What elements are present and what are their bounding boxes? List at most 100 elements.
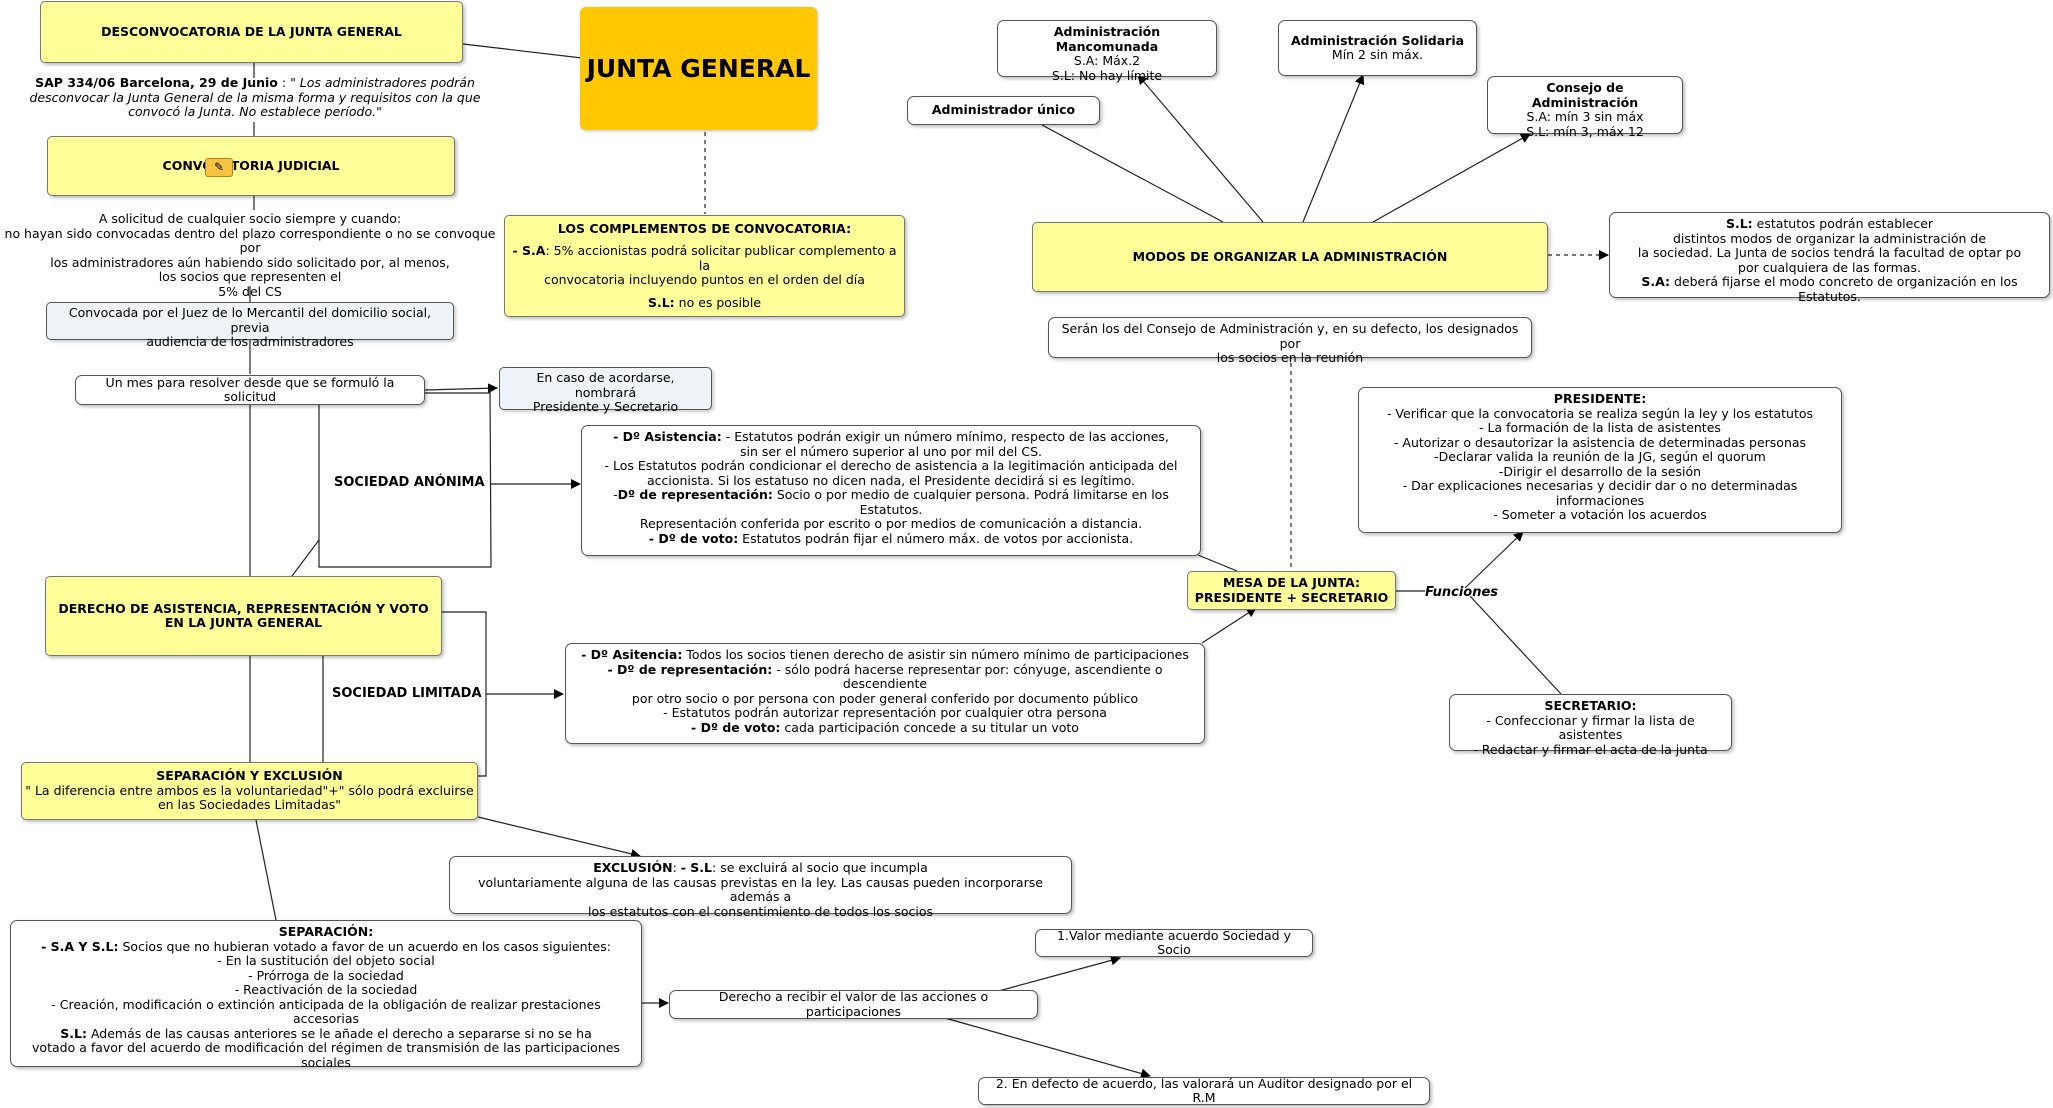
complementos-title: LOS COMPLEMENTOS DE CONVOCATORIA: xyxy=(557,220,852,236)
secretario-title: SECRETARIO: xyxy=(1544,698,1637,713)
sl-voto-bold: - Dº de voto: xyxy=(691,719,781,735)
mancomunada-2: S.L: No hay límite xyxy=(1051,67,1163,83)
seran-1: Serán los del Consejo de Administración … xyxy=(1061,321,1519,351)
mancomunada-1: S.A: Máx.2 xyxy=(1073,53,1141,68)
consejo-title: Consejo de Administración xyxy=(1531,80,1639,110)
secretario-node[interactable]: SECRETARIO: - Confeccionar y firmar la l… xyxy=(1449,694,1732,756)
sap-italic-2: desconvocar la Junta General de la misma… xyxy=(29,89,481,105)
complementos-sa-2: convocatoria incluyendo puntos en el ord… xyxy=(544,272,865,288)
acordarse-node[interactable]: En caso de acordarse, nombrará President… xyxy=(499,367,712,414)
sociedad-anonima-label: SOCIEDAD ANÓNIMA xyxy=(334,475,485,490)
sl-rep-1: - sólo podrá hacerse representar por: có… xyxy=(772,661,1163,691)
seran-node[interactable]: Serán los del Consejo de Administración … xyxy=(1048,317,1532,365)
convocatoria-judicial-title: CONVOCATORIA JUDICIAL xyxy=(162,157,340,173)
sa-derechos-node[interactable]: - Dº Asistencia: - Estatutos podrán exig… xyxy=(581,425,1201,556)
mancomunada-node[interactable]: Administración Mancomunada S.A: Máx.2 S.… xyxy=(997,20,1217,82)
complementos-sa-bold: - S.A xyxy=(512,243,546,259)
secretario-2: - Redactar y firmar el acta de la junta xyxy=(1473,741,1708,757)
complementos-node[interactable]: LOS COMPLEMENTOS DE CONVOCATORIA: - S.A:… xyxy=(504,215,905,317)
sa-voto: Estatutos podrán fijar el número máx. de… xyxy=(738,530,1134,546)
separacion-exclusion-sub-2: en las Sociedades Limitadas" xyxy=(157,797,342,813)
mes-node[interactable]: Un mes para resolver desde que se formul… xyxy=(75,375,425,405)
exclusion-colon: : xyxy=(672,860,681,875)
convocatoria-judicial-node[interactable]: CONVOCATORIA JUDICIAL xyxy=(47,136,455,196)
complementos-sa-1: : 5% accionistas podrá solicitar publica… xyxy=(545,243,897,273)
exclusion-node[interactable]: EXCLUSIÓN: - S.L: se excluirá al socio q… xyxy=(449,856,1072,918)
consejo-1: S.A: mín 3 sin máx xyxy=(1526,109,1644,124)
mes-text: Un mes para resolver desde que se formul… xyxy=(105,374,395,404)
presidente-node[interactable]: PRESIDENTE: - Verificar que la convocato… xyxy=(1358,387,1842,533)
administrador-unico-text: Administrador único xyxy=(931,102,1076,118)
estatutos-node[interactable]: S.L: estatutos podrán establecer distint… xyxy=(1609,212,2050,303)
separacion-exclusion-node[interactable]: SEPARACIÓN Y EXCLUSIÓN " La diferencia e… xyxy=(21,762,478,820)
separacion-8: votado a favor del acuerdo de modificaci… xyxy=(32,1040,620,1070)
juez-line-1: Convocada por el Juez de lo Mercantil de… xyxy=(68,305,432,335)
seran-2: los socios en la reunión xyxy=(1216,350,1364,365)
derecho-title-2: EN LA JUNTA GENERAL xyxy=(164,615,323,630)
convocatoria-solicitud-text: A solicitud de cualquier socio siempre y… xyxy=(0,211,500,299)
sap-italic-3: convocó la Junta. No establece período." xyxy=(128,104,382,119)
desconvocatoria-title: DESCONVOCATORIA DE LA JUNTA GENERAL xyxy=(101,23,402,39)
sl-rep-3: - Estatutos podrán autorizar representac… xyxy=(663,705,1107,720)
administrador-unico-node[interactable]: Administrador único xyxy=(907,96,1100,125)
sa-asis-2: sin ser el número superior al uno por mi… xyxy=(739,443,1043,459)
separacion-4: - Reactivación de la sociedad xyxy=(234,982,418,997)
solidaria-node[interactable]: Administración Solidaria Mín 2 sin máx. xyxy=(1278,20,1477,76)
exclusion-1: : se excluirá al socio que incumpla xyxy=(712,860,928,875)
estatutos-4: por cualquiera de las formas. xyxy=(1738,259,1921,275)
modos-administracion-node[interactable]: MODOS DE ORGANIZAR LA ADMINISTRACIÓN xyxy=(1032,222,1548,292)
solicitud-line-2: no hayan sido convocadas dentro del plaz… xyxy=(4,225,496,255)
sa-voto-bold: - Dº de voto: xyxy=(648,530,739,546)
acordarse-line-1: En caso de acordarse, nombrará xyxy=(536,370,675,400)
presidente-4: -Declarar valida la reunión de la JG, se… xyxy=(1434,449,1766,464)
estatutos-5: deberá fijarse el modo concreto de organ… xyxy=(1669,274,2018,304)
separacion-sl-bold: S.L: xyxy=(60,1025,87,1041)
complementos-sl: no es posible xyxy=(674,294,762,310)
valor-auditor-text: 2. En defecto de acuerdo, las valorará u… xyxy=(995,1075,1413,1105)
separacion-node[interactable]: SEPARACIÓN: - S.A Y S.L: Socios que no h… xyxy=(10,920,642,1070)
consejo-node[interactable]: Consejo de Administración S.A: mín 3 sin… xyxy=(1487,76,1683,138)
solicitud-line-5: 5% del CS xyxy=(218,283,282,299)
valor-acuerdo-node[interactable]: 1.Valor mediante acuerdo Sociedad y Soci… xyxy=(1035,927,1313,957)
solidaria-1: Mín 2 sin máx. xyxy=(1331,47,1424,62)
sl-rep-bold: - Dº de representación: xyxy=(607,661,773,677)
funciones-label: Funciones xyxy=(1425,585,1499,600)
sl-asis: Todos los socios tienen derecho de asist… xyxy=(682,647,1189,662)
juez-node[interactable]: Convocada por el Juez de lo Mercantil de… xyxy=(46,302,454,349)
separacion-exclusion-sub-1: " La diferencia entre ambos es la volunt… xyxy=(25,782,474,798)
presidente-3: - Autorizar o desautorizar la asistencia… xyxy=(1393,434,1807,450)
mesa-title-2: PRESIDENTE + SECRETARIO xyxy=(1194,589,1389,605)
mesa-node[interactable]: MESA DE LA JUNTA: PRESIDENTE + SECRETARI… xyxy=(1187,571,1396,610)
separacion-2: - En la sustitución del objeto social xyxy=(217,953,435,968)
separacion-title: SEPARACIÓN: xyxy=(278,924,374,939)
mancomunada-title: Administración Mancomunada xyxy=(1053,24,1161,54)
derecho-valor-node[interactable]: Derecho a recibir el valor de las accion… xyxy=(669,989,1038,1019)
separacion-3: - Prórroga de la sociedad xyxy=(248,967,404,983)
note-icon[interactable]: ✎ xyxy=(205,158,233,177)
valor-acuerdo-text: 1.Valor mediante acuerdo Sociedad y Soci… xyxy=(1057,927,1291,957)
sl-voto: cada participación concede a su titular … xyxy=(780,719,1079,735)
presidente-1: - Verificar que la convocatoria se reali… xyxy=(1386,405,1814,421)
presidente-7: - Someter a votación los acuerdos xyxy=(1493,507,1707,522)
presidente-title: PRESIDENTE: xyxy=(1553,391,1647,406)
estatutos-sa-bold: S.A: xyxy=(1641,274,1670,289)
separacion-1: Socios que no hubieran votado a favor de… xyxy=(118,938,611,954)
separacion-6: accesorias xyxy=(292,1011,360,1026)
sl-rep-2: por otro socio o por persona con poder g… xyxy=(631,690,1139,706)
sa-asis-1: - Estatutos podrán exigir un número míni… xyxy=(721,429,1169,444)
presidente-6: - Dar explicaciones necesarias y decidir… xyxy=(1402,478,1798,508)
solicitud-line-3: los administradores aún habiendo sido so… xyxy=(50,254,450,270)
presidente-5: -Dirigir el desarrollo de la sesión xyxy=(1498,463,1702,479)
separacion-sa-bold: - S.A Y S.L: xyxy=(41,938,119,954)
desconvocatoria-node[interactable]: DESCONVOCATORIA DE LA JUNTA GENERAL xyxy=(40,1,463,63)
valor-auditor-node[interactable]: 2. En defecto de acuerdo, las valorará u… xyxy=(978,1075,1430,1105)
derecho-node[interactable]: DERECHO DE ASISTENCIA, REPRESENTACIÓN Y … xyxy=(45,576,442,656)
sa-rep-1: Socio o por medio de cualquier persona. … xyxy=(772,487,1169,517)
sap-sep: : xyxy=(277,75,291,90)
mesa-title-1: MESA DE LA JUNTA: xyxy=(1223,575,1360,590)
sl-derechos-node[interactable]: - Dº Asitencia: Todos los socios tienen … xyxy=(565,643,1205,744)
main-title: JUNTA GENERAL xyxy=(580,7,817,130)
derecho-valor-text: Derecho a recibir el valor de las accion… xyxy=(718,989,989,1019)
estatutos-sl-bold: S.L: xyxy=(1725,216,1753,231)
